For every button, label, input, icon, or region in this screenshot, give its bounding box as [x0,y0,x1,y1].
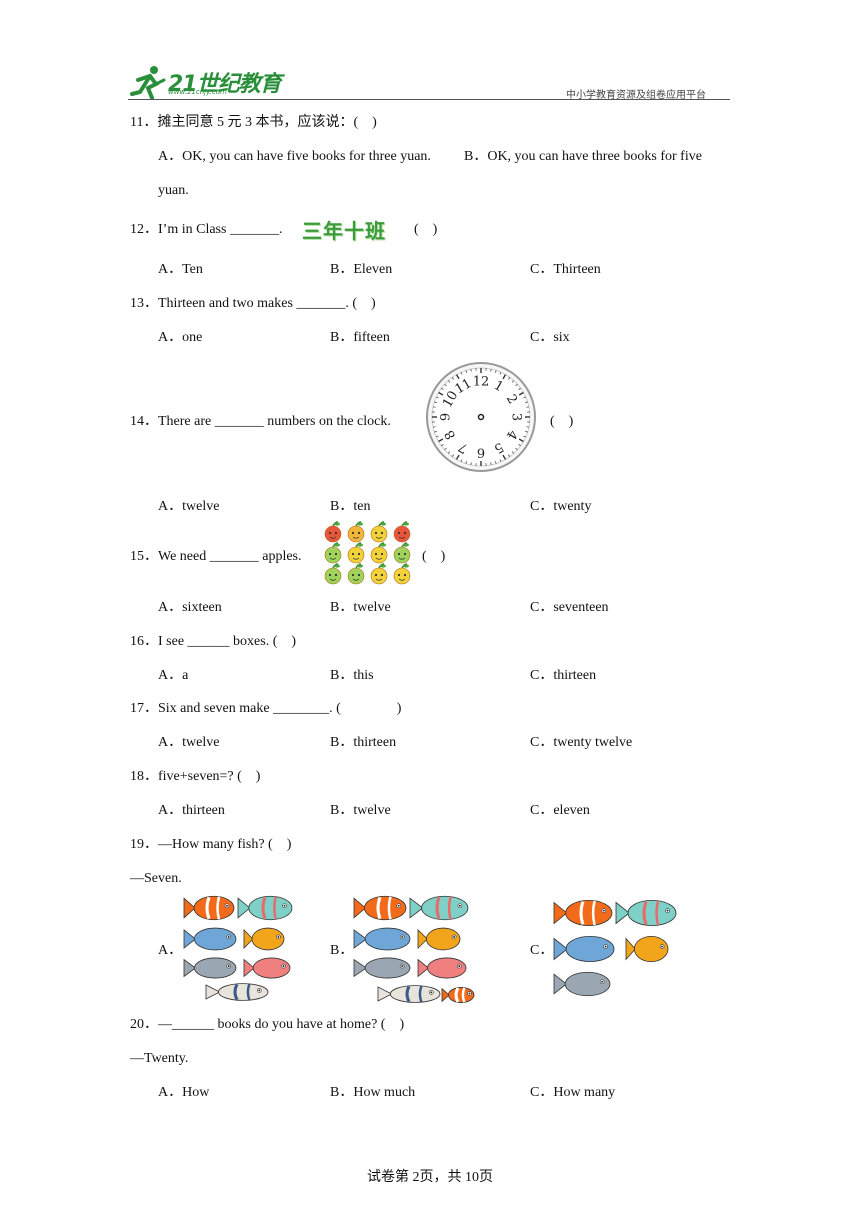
question-20-option-c: C．How many [530,1085,616,1100]
question-16-option-c: C．thirteen [530,668,597,683]
small-clownfish-icon [441,987,475,1003]
question-19-option-b: B． [330,943,354,958]
apple-icon [393,542,411,564]
logo-text: 21世纪教育 [168,72,282,97]
grey-fish-icon [353,957,411,979]
question-13-option-c: C．six [530,330,570,345]
clock-numeral-11: 11 [453,376,475,397]
clock-numeral-6: 6 [477,445,485,460]
tropical-fish-icon [409,895,469,921]
clock-numeral-9: 9 [439,413,454,421]
red-fish-icon [243,957,291,979]
koi-fish-icon [377,985,441,1003]
question-15-stem: 15．We need _______ apples. [130,549,302,564]
apple-icon [324,542,342,564]
question-19-option-a: A． [158,943,183,958]
question-19-answer: —Seven. [130,871,182,886]
question-11-option-b: B．OK, you can have three books for five [464,149,702,164]
question-20-option-a: A．How [158,1085,210,1100]
question-14-stem: 14．There are _______ numbers on the cloc… [130,414,391,429]
runner-logo-icon [130,66,166,100]
question-14-paren: ( ) [550,414,574,429]
clownfish-icon [553,899,613,927]
clock-numeral-12: 12 [473,375,490,390]
question-16-option-b: B．this [330,668,374,683]
fish-group-c-image [553,899,677,997]
question-18-option-b: B．twelve [330,803,391,818]
question-11-option-b-cont: yuan. [158,183,189,198]
header-divider [128,99,730,100]
site-logo [128,62,268,102]
question-13-stem: 13．Thirteen and two makes _______. ( ) [130,296,376,311]
question-15-option-a: A．sixteen [158,600,222,615]
page-footer: 试卷第 2页，共 10页 [367,1170,493,1185]
red-fish-icon [417,957,467,979]
question-17-option-c: C．twenty twelve [530,735,633,750]
logo-url: www.21cnjy.com [168,88,227,96]
question-20-stem: 20．—______ books do you have at home? ( … [130,1017,405,1032]
question-16-option-a: A．a [158,668,189,683]
apples-image [324,521,411,585]
koi-fish-icon [205,983,269,1001]
question-17-option-a: A．twelve [158,735,220,750]
question-14-option-c: C．twenty [530,499,592,514]
question-15-option-c: C．seventeen [530,600,609,615]
question-18-stem: 18．five+seven=? ( ) [130,769,261,784]
apple-icon [347,563,365,585]
question-14-option-a: A．twelve [158,499,220,514]
fish-group-b-image [353,895,475,1003]
blue-fish-icon [183,927,237,951]
blue-fish-icon [553,935,615,963]
question-15-paren: ( ) [422,549,446,564]
question-20-option-b: B．How much [330,1085,416,1100]
question-13-option-b: B．fifteen [330,330,390,345]
question-19-option-c: C． [530,943,554,958]
apple-icon [393,521,411,543]
question-12-option-c: C．Thirteen [530,262,601,277]
grey-fish-icon [183,957,237,979]
question-15-option-b: B．twelve [330,600,391,615]
question-11-option-a: A．OK, you can have five books for three … [158,149,431,164]
apple-icon [347,542,365,564]
apple-icon [324,563,342,585]
question-11-stem: 11．摊主同意 5 元 3 本书，应该说：( ) [130,115,377,130]
question-18-option-c: C．eleven [530,803,590,818]
question-19-stem: 19．—How many fish? ( ) [130,837,292,852]
clock-numeral-10: 10 [440,389,461,411]
clownfish-icon [183,895,235,921]
header-slogan: 中小学教育资源及组卷应用平台 [566,90,706,101]
question-12-paren: ( ) [414,222,438,237]
apple-icon [393,563,411,585]
apple-icon [370,521,388,543]
apple-icon [324,521,342,543]
tropical-fish-icon [237,895,293,921]
grey-fish-icon [553,971,611,997]
apple-icon [347,521,365,543]
question-12-stem: 12．I’m in Class _______. [130,222,283,237]
question-12-option-a: A．Ten [158,262,203,277]
blue-fish-icon [353,927,411,951]
clownfish-icon [353,895,407,921]
question-17-option-b: B．thirteen [330,735,397,750]
question-17-stem: 17．Six and seven make ________. ( ) [130,701,402,716]
goldfish-icon [243,927,285,951]
tropical-fish-icon [615,899,677,927]
class-banner: 三年十班 [302,219,386,243]
question-20-answer: —Twenty. [130,1051,189,1066]
clock-numeral-3: 3 [509,413,524,421]
question-13-option-a: A．one [158,330,203,345]
apple-icon [370,542,388,564]
question-16-stem: 16．I see ______ boxes. ( ) [130,634,297,649]
fish-group-a-image [183,895,293,1001]
question-14-option-b: B．ten [330,499,371,514]
question-18-option-a: A．thirteen [158,803,225,818]
question-12-option-b: B．Eleven [330,262,393,277]
goldfish-icon [625,935,669,963]
goldfish-icon [417,927,461,951]
apple-icon [370,563,388,585]
